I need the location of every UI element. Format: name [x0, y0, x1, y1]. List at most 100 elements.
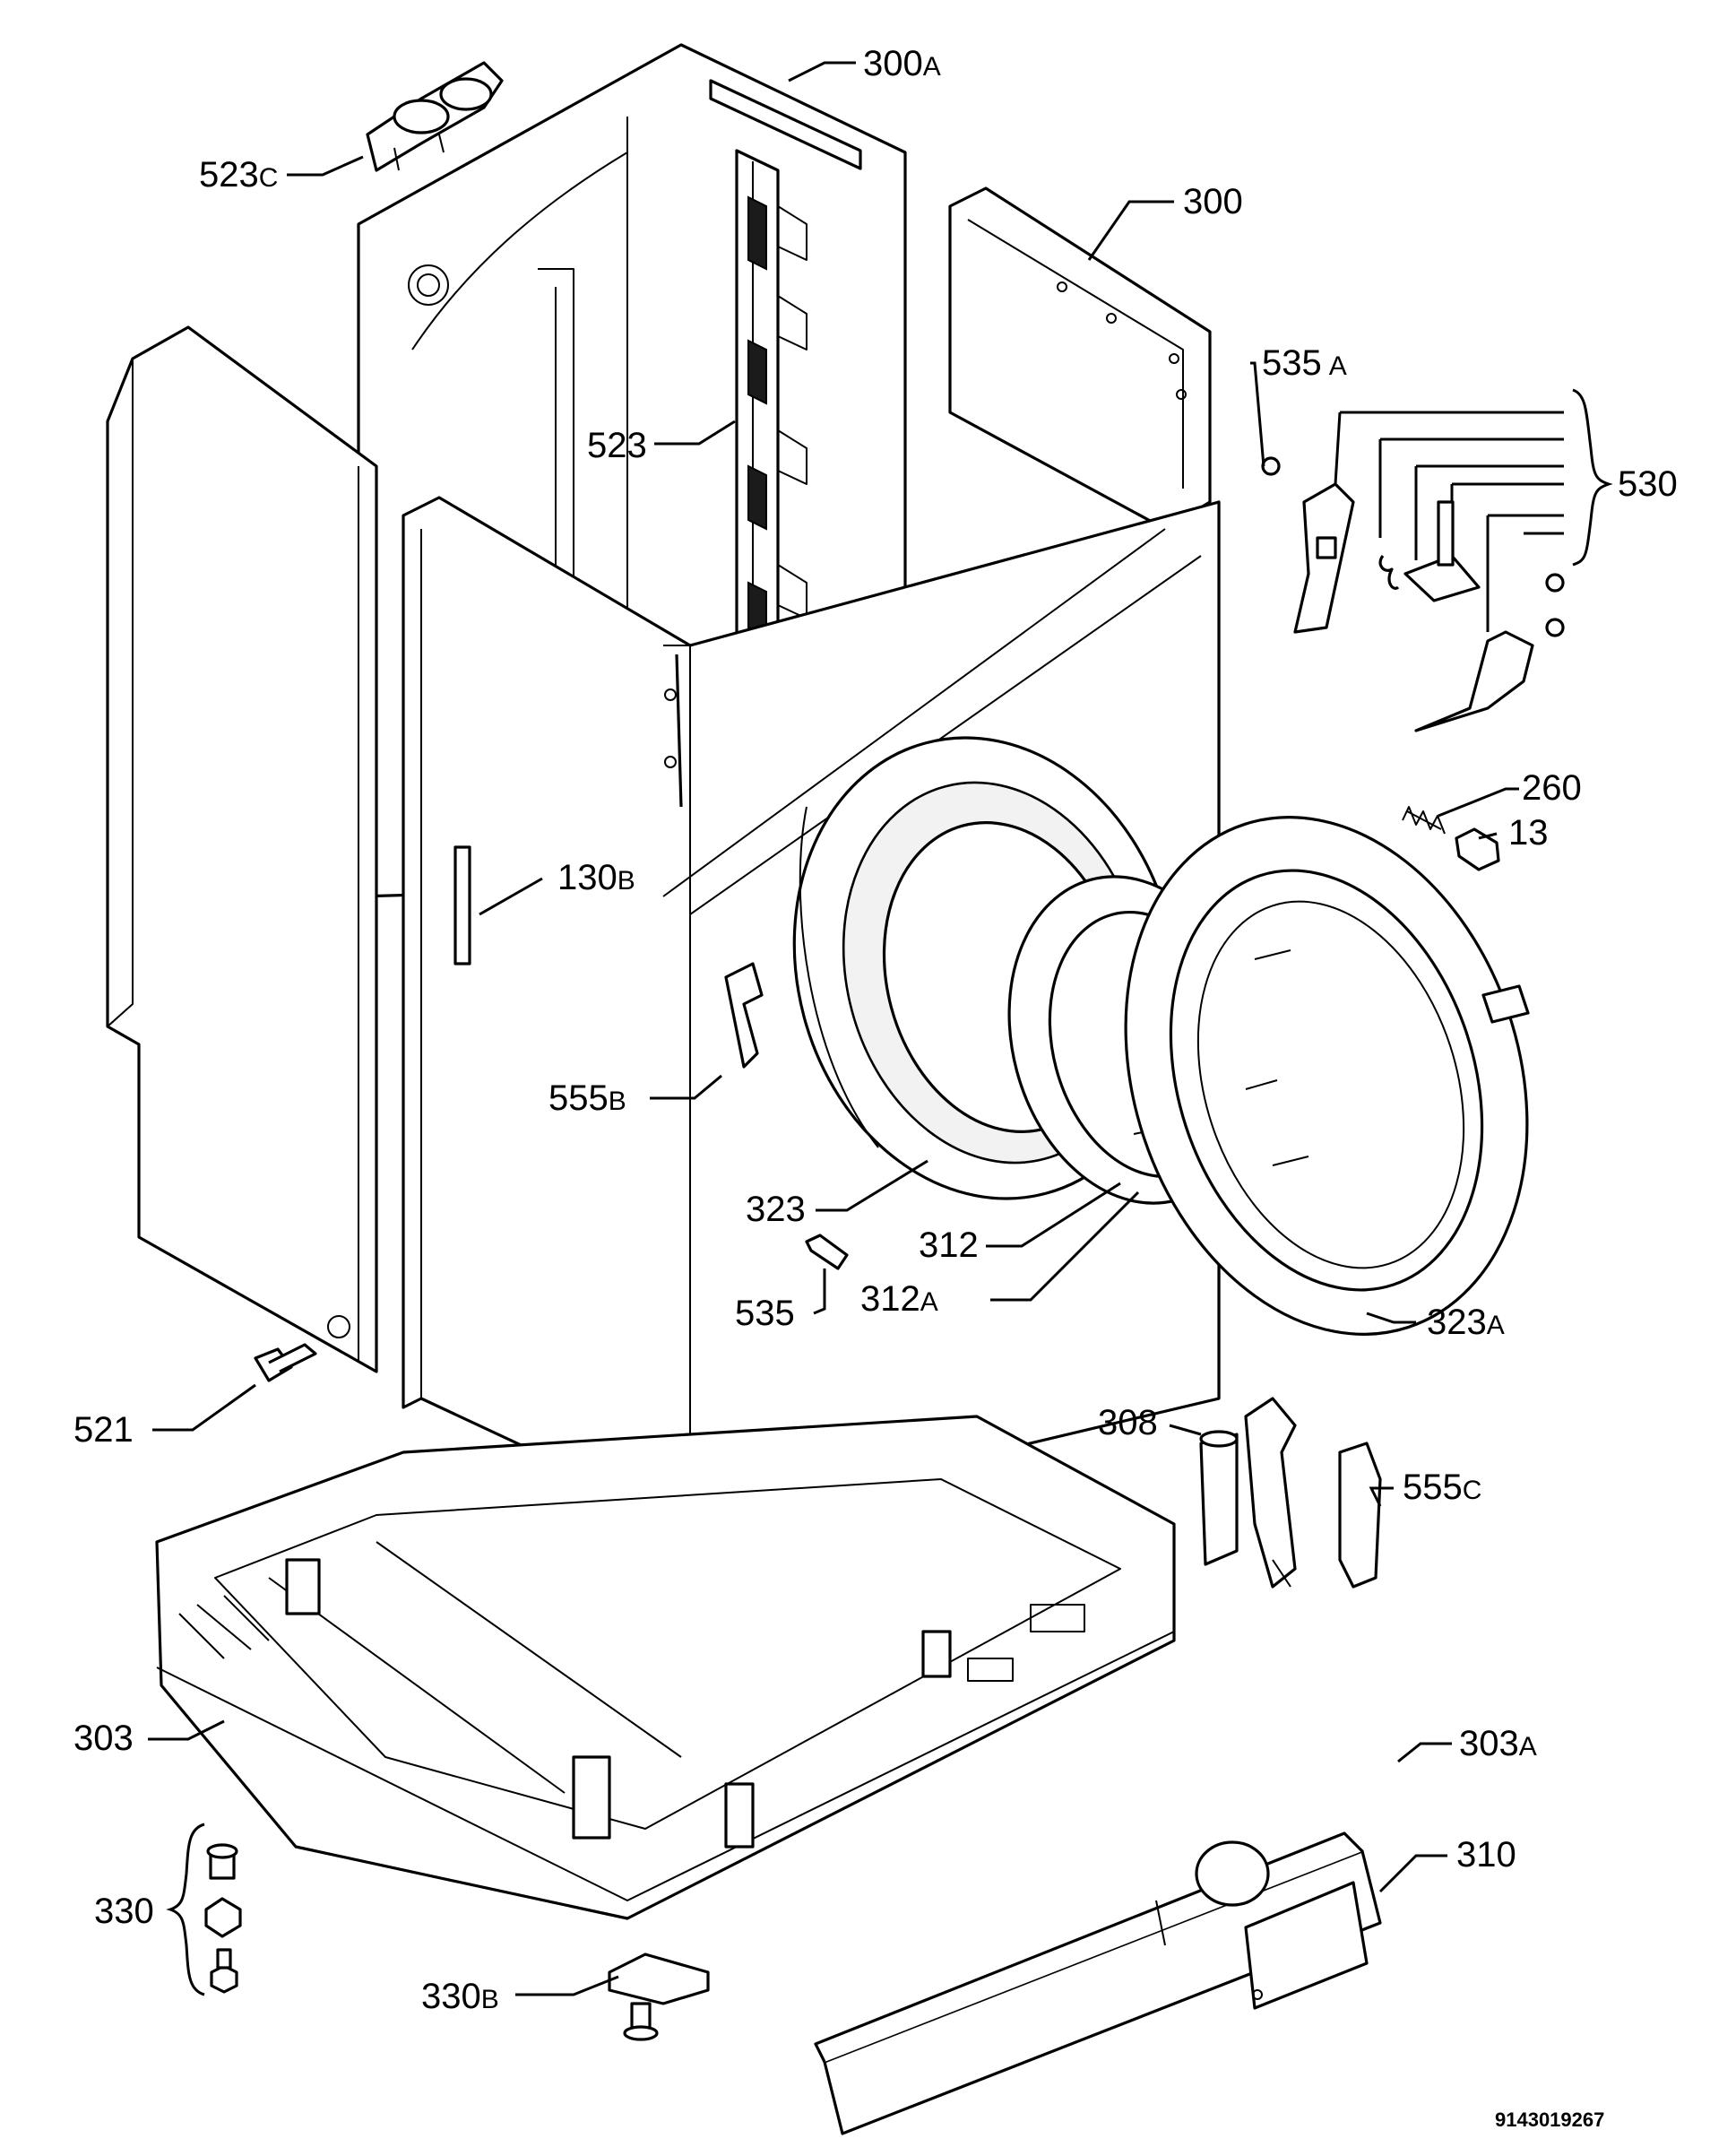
svg-text:323: 323 [746, 1190, 806, 1229]
cover-555c [1338, 1442, 1382, 1589]
svg-text:323A: 323A [1427, 1303, 1505, 1342]
svg-text:535: 535 [735, 1294, 795, 1333]
label-suffix: A [923, 52, 941, 82]
label-suffix: B [609, 1087, 626, 1116]
label-523c: 523C [199, 155, 278, 195]
label-number: 303 [1459, 1724, 1519, 1763]
label-number: 130 [557, 858, 618, 897]
label-330b: 330B [421, 1977, 499, 2016]
label-suffix: C [1463, 1476, 1482, 1505]
pin-535 [805, 1234, 849, 1270]
label-number: 300 [1183, 182, 1243, 221]
clip-523c [366, 61, 504, 172]
label-523: 523 [587, 426, 647, 465]
rail-523 [735, 149, 808, 683]
label-number: 303 [73, 1719, 134, 1758]
side-panel [106, 325, 378, 1373]
label-300a: 300A [863, 44, 941, 83]
svg-text:260: 260 [1522, 768, 1582, 808]
svg-text:130B: 130B [557, 858, 635, 897]
label-310: 310 [1456, 1835, 1516, 1875]
svg-text:330: 330 [94, 1892, 154, 1931]
screw-521 [254, 1343, 317, 1382]
label-number: 13 [1508, 813, 1549, 853]
label-suffix: A [1487, 1311, 1505, 1340]
label-323a: 323A [1427, 1303, 1505, 1342]
label-suffix: C [259, 163, 279, 193]
label-303: 303 [73, 1719, 134, 1758]
svg-text:13: 13 [1508, 813, 1549, 853]
label-521: 521 [73, 1410, 134, 1450]
label-260: 260 [1522, 768, 1582, 808]
label-suffix: A [920, 1287, 938, 1317]
svg-text:523: 523 [587, 426, 647, 465]
label-suffix: B [481, 1985, 499, 2014]
base-frame-303 [155, 1415, 1176, 1920]
label-530: 530 [1618, 464, 1678, 504]
label-number: 530 [1618, 464, 1678, 504]
drawing-code: 9143019267 [1495, 2108, 1604, 2131]
label-suffix: A [1329, 351, 1347, 381]
label-number: 300 [863, 44, 923, 83]
label-number: 535 [735, 1294, 795, 1333]
label-number: 308 [1098, 1403, 1158, 1442]
brace-330 [166, 1823, 205, 1996]
svg-text:300A: 300A [863, 44, 941, 83]
label-number: 555 [1403, 1468, 1463, 1507]
label-number: 330 [94, 1892, 154, 1931]
flap-310 [1244, 1881, 1369, 2010]
svg-text:530: 530 [1618, 464, 1678, 504]
label-555c: 555C [1403, 1468, 1481, 1507]
label-number: 323 [1427, 1303, 1487, 1342]
label-303a: 303A [1459, 1724, 1537, 1763]
label-number: 523 [199, 155, 259, 195]
label-number: 535 [1262, 343, 1322, 383]
foot-330b [608, 1953, 710, 2041]
fasteners-330 [204, 1843, 242, 1994]
label-number: 312 [919, 1225, 979, 1265]
label-300: 300 [1183, 182, 1243, 221]
label-number: 555 [548, 1078, 609, 1118]
svg-text:308: 308 [1098, 1403, 1158, 1442]
label-suffix: A [1519, 1732, 1537, 1762]
label-308: 308 [1098, 1403, 1158, 1442]
label-number: 260 [1522, 768, 1582, 808]
svg-text:312A: 312A [860, 1279, 938, 1319]
svg-text:310: 310 [1456, 1835, 1516, 1875]
svg-text:555B: 555B [548, 1078, 626, 1118]
label-535: 535 [735, 1294, 795, 1333]
label-number: 523 [587, 426, 647, 465]
brace-530 [1572, 388, 1613, 567]
label-330: 330 [94, 1892, 154, 1931]
label-130b: 130B [557, 858, 635, 897]
label-number: 323 [746, 1190, 806, 1229]
label-number: 312 [860, 1279, 920, 1319]
svg-text:303: 303 [73, 1719, 134, 1758]
label-555b: 555B [548, 1078, 626, 1118]
label-number: 521 [73, 1410, 134, 1450]
control-panel-303a [814, 1831, 1382, 2135]
label-number: 330 [421, 1977, 481, 2016]
door-323a [1124, 816, 1530, 1336]
svg-text:521: 521 [73, 1410, 134, 1450]
svg-text:523C: 523C [199, 155, 278, 195]
svg-text:555C: 555C [1403, 1468, 1481, 1507]
leader-lines [148, 61, 1564, 1996]
lock-parts-530 [1261, 456, 1565, 732]
spring-260 [1402, 806, 1446, 835]
hinge-308 [1199, 1397, 1297, 1589]
label-suffix: B [618, 866, 635, 896]
svg-text:312: 312 [919, 1225, 979, 1265]
label-number: 310 [1456, 1835, 1516, 1875]
label-312: 312 [919, 1225, 979, 1265]
pin-13 [1455, 827, 1500, 871]
svg-text:303A: 303A [1459, 1724, 1537, 1763]
svg-text:300: 300 [1183, 182, 1243, 221]
label-323: 323 [746, 1190, 806, 1229]
label-13: 13 [1508, 813, 1549, 853]
svg-text:330B: 330B [421, 1977, 499, 2016]
label-312a: 312A [860, 1279, 938, 1319]
